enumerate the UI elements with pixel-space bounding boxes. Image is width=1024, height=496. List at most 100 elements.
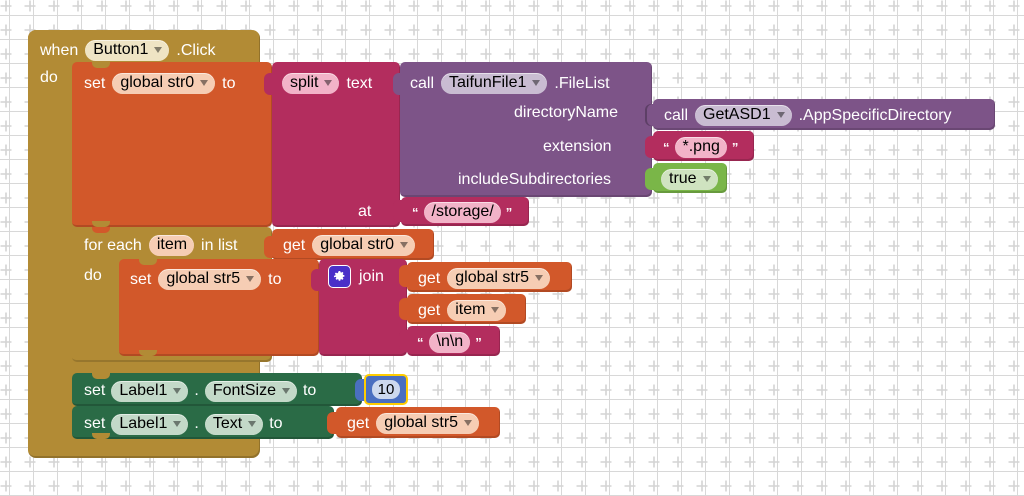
call-getasd1-row: call GetASD1 .AppSpecificDirectory [664,105,952,126]
to-keyword-fontsize: to [302,382,317,399]
gear-icon[interactable] [328,265,351,288]
png-text-field[interactable]: *.png [674,136,727,158]
open-quote-icon: “ [417,334,424,350]
for-each-row: for each item in list [84,233,238,258]
open-quote-icon: “ [412,204,419,220]
chevron-down-icon [173,387,182,394]
global-str5-dropdown[interactable]: global str5 [158,269,262,290]
split-at-label: at [358,202,372,220]
newline-text-value: \n\n [436,332,464,350]
arg-includesubdirs-socket [645,168,655,190]
set-keyword-text: set [84,415,106,432]
join-socket-1 [399,265,409,287]
set-label1-fontsize-row: set Label1 . FontSize to [84,380,316,402]
join-socket-2 [399,298,409,320]
true-logic-row: true [661,168,718,190]
fontsize-property-label: FontSize [212,381,276,399]
chevron-down-icon [246,276,255,282]
join-get-item-dropdown[interactable]: item [447,300,507,321]
storage-text-value: /storage/ [431,202,494,220]
dot-separator-fontsize: . [194,382,199,399]
join-label: join [359,267,384,285]
arg-includesubdirectories-label: includeSubdirectories [458,171,611,188]
close-quote-icon: ” [731,139,739,155]
png-text-row: “ *.png ” [663,136,739,158]
chevron-down-icon [173,420,182,427]
close-quote-icon: ” [505,204,513,220]
str5-value-socket [311,269,321,291]
number-10-field[interactable]: 10 [372,380,400,399]
str0-value-socket [264,73,274,95]
label1-component-label-fontsize: Label1 [119,381,168,399]
global-str0-label: global str0 [120,74,195,91]
get-global-str0-dropdown[interactable]: global str0 [312,235,416,256]
open-quote-icon: “ [663,139,670,155]
split-mode-dropdown[interactable]: split [282,73,340,94]
fontsize-property-dropdown[interactable]: FontSize [204,380,297,402]
close-quote-icon: ” [475,334,482,350]
get-global-str0-label: global str0 [320,236,395,253]
call-keyword-filelist: call [410,74,435,92]
newline-text-field[interactable]: \n\n [428,331,471,353]
final-get-str5-dropdown[interactable]: global str5 [376,413,480,434]
chevron-down-icon [281,387,290,394]
event-component-dropdown[interactable]: Button1 [85,40,170,61]
chevron-down-icon [464,420,473,426]
getasd-component-dropdown[interactable]: GetASD1 [695,105,792,126]
chevron-down-icon [702,175,711,182]
true-label: true [669,169,697,187]
split-row: split text [282,71,372,96]
join-newline-text-row: “ \n\n ” [417,331,482,353]
set-global-str5-bottom-notch [139,350,157,356]
join-get-str5-label: global str5 [455,269,530,286]
join-get-item-row: get item [418,300,507,321]
chevron-down-icon [324,80,333,86]
set-global-str0-top-notch [92,62,110,68]
for-each-top-notch [92,227,110,233]
number-10-value: 10 [377,381,395,398]
chevron-down-icon [154,47,163,53]
label1-component-label-text: Label1 [119,414,168,432]
get-keyword-join1: get [418,269,441,287]
call-keyword-getasd: call [664,106,689,124]
getasd-method-label: .AppSpecificDirectory [798,106,952,124]
set-global-str5-top-notch [139,259,157,265]
when-row: when Button1 .Click [40,38,216,63]
filelist-component-dropdown[interactable]: TaifunFile1 [441,73,548,94]
to-keyword-str5: to [268,270,282,288]
getasd-component-label: GetASD1 [703,106,771,123]
for-each-list-socket [264,236,274,258]
chevron-down-icon [400,242,409,248]
label1-component-dropdown-text[interactable]: Label1 [111,413,189,435]
join-get-str5-dropdown[interactable]: global str5 [447,268,551,289]
set-keyword-str5: set [130,270,152,288]
png-text-value: *.png [682,137,720,155]
join-socket-3 [399,330,409,352]
chevron-down-icon [776,112,785,118]
when-keyword: when [40,41,79,59]
event-component-label: Button1 [93,41,149,58]
true-dropdown[interactable]: true [661,168,718,190]
final-get-global-str5-row: get global str5 [347,413,480,434]
loop-variable-field[interactable]: item [148,235,195,256]
storage-text-row: “ /storage/ ” [412,201,513,223]
for-each-keyword: for each [84,236,142,254]
set-global-str5-row: set global str5 to [130,267,282,292]
set-keyword-fontsize: set [84,382,106,399]
storage-text-field[interactable]: /storage/ [423,201,501,223]
set-label1-text-row: set Label1 . Text to [84,413,283,435]
split-text-socket-label: text [346,74,373,92]
chevron-down-icon [532,80,541,86]
do-keyword-foreach: do [84,267,102,284]
split-text-socket [393,73,403,95]
set-keyword-str0: set [84,74,106,92]
set-fontsize-top-notch [92,373,110,379]
to-keyword-str0: to [222,74,236,92]
arg-extension-label: extension [543,138,612,155]
loop-variable-label: item [156,236,188,253]
text-value-socket [327,412,338,434]
text-property-dropdown[interactable]: Text [204,413,264,435]
label1-component-dropdown-fontsize[interactable]: Label1 [111,380,189,402]
global-str0-dropdown[interactable]: global str0 [112,73,216,94]
